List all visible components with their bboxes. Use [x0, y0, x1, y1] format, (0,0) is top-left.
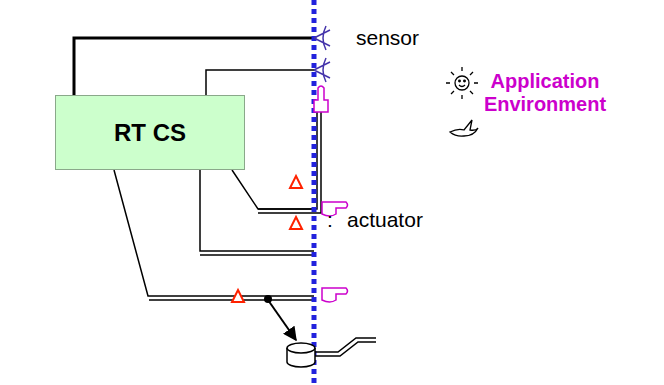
sensor-symbol — [314, 26, 330, 50]
actuator-wire — [200, 170, 314, 251]
process-box: RT CS — [55, 95, 245, 170]
sensor-wire — [206, 70, 314, 95]
disk-arrow — [268, 300, 296, 340]
sun-disc — [455, 76, 469, 90]
disk-symbol — [287, 338, 376, 367]
actuator-wire — [258, 112, 317, 209]
delta-symbols — [232, 176, 302, 302]
actuator-wire — [149, 299, 314, 301]
sun-face — [459, 85, 465, 87]
region-label: Application Environment — [480, 70, 610, 116]
actuator-wire — [114, 170, 314, 296]
hand-symbol — [314, 86, 328, 112]
sensor-symbol — [314, 58, 330, 82]
boundary-line — [312, 0, 317, 385]
sensor-symbols — [314, 26, 330, 82]
junction-dot — [264, 295, 272, 303]
actuator-wire — [200, 254, 314, 256]
disk-top — [287, 343, 315, 353]
sun-rays — [446, 67, 478, 99]
disk-wire — [315, 342, 376, 356]
separator-mark: : — [327, 208, 333, 232]
delta-symbol — [290, 217, 302, 229]
hand-symbols — [314, 86, 348, 302]
actuator-wire — [232, 170, 314, 209]
disk-wire — [315, 338, 376, 352]
delta-symbol — [290, 176, 302, 188]
hand-symbol — [322, 288, 348, 302]
box-title: RT CS — [114, 119, 186, 147]
hand-symbol — [322, 202, 348, 216]
sun-eye — [464, 80, 466, 82]
sensor-wire — [74, 38, 314, 95]
bird-symbol — [450, 120, 478, 136]
actuator-label: actuator — [347, 208, 423, 232]
sun-eye — [459, 80, 461, 82]
delta-symbol — [232, 290, 244, 302]
sensor-label: sensor — [356, 26, 419, 50]
wires — [74, 38, 321, 340]
sun-symbol — [446, 67, 478, 99]
